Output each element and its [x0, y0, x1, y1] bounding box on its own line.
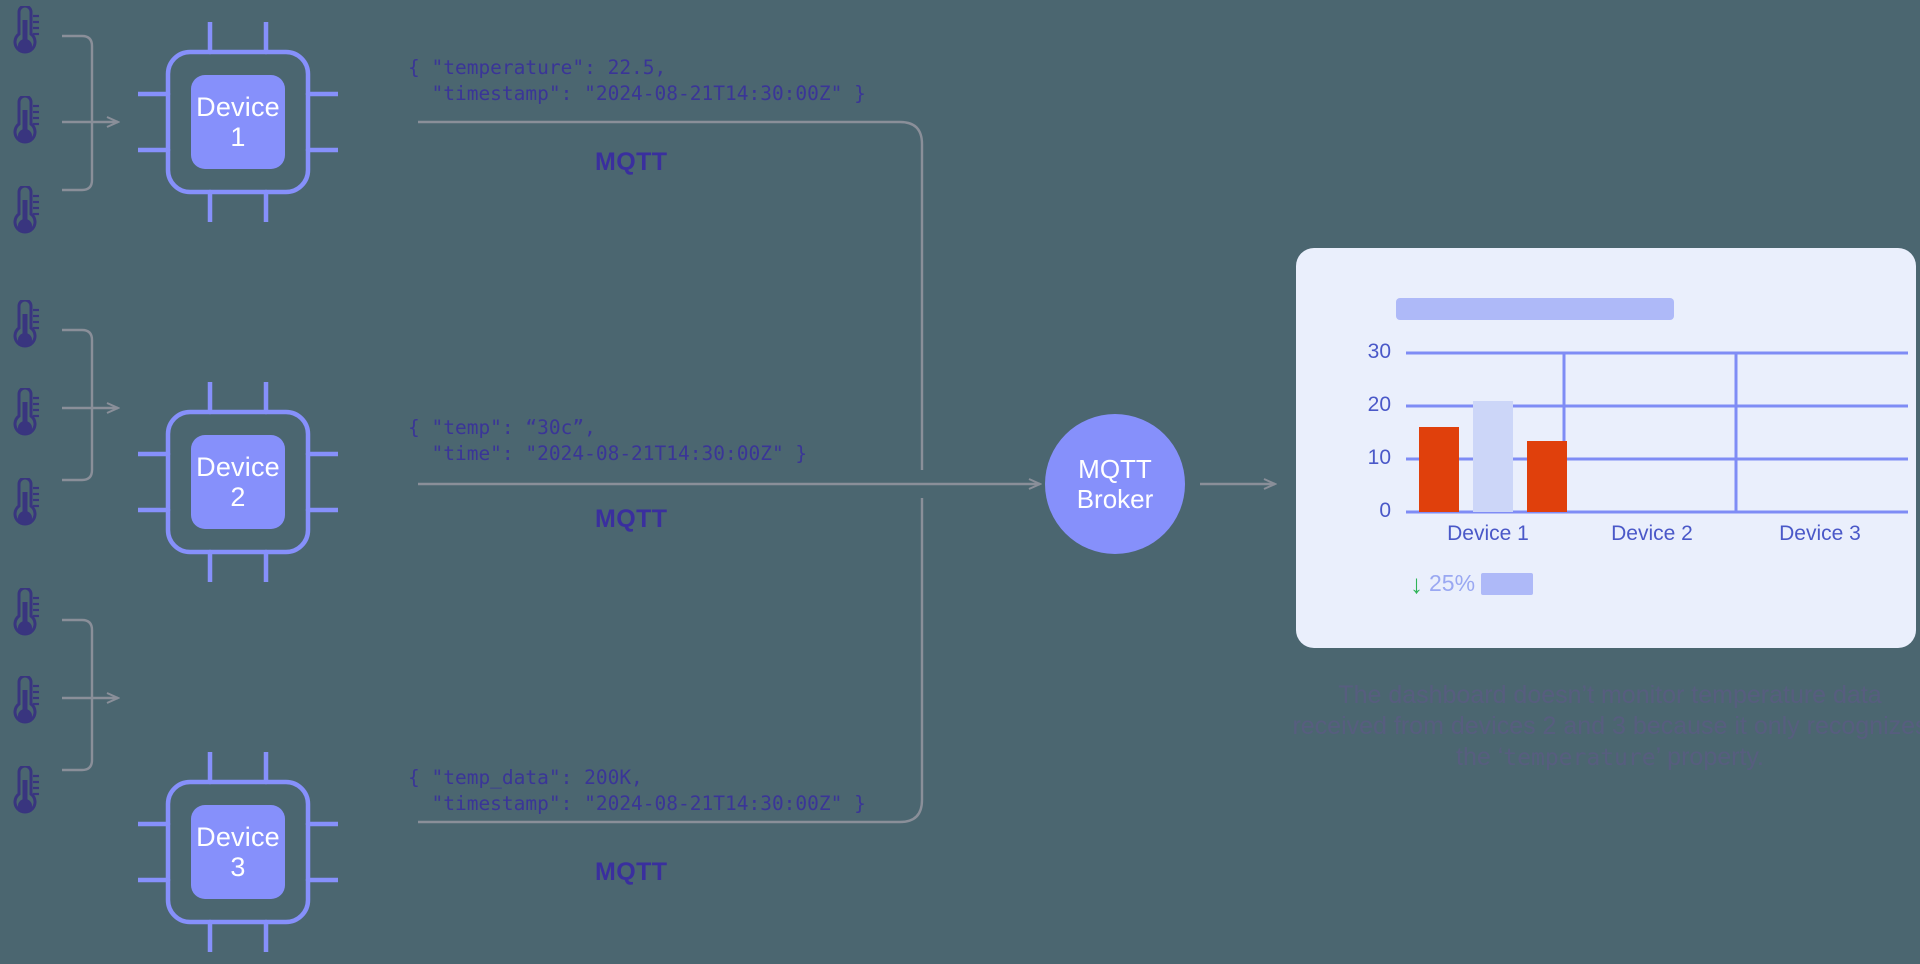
x-label-device-2: Device 2 [1611, 522, 1693, 545]
device-node-2[interactable]: Device 2 [135, 379, 341, 585]
legend-percent: 25% [1429, 570, 1476, 596]
thermometer-icon [6, 298, 40, 354]
thermometer-icon [6, 4, 40, 60]
bar-device1-a [1419, 427, 1459, 512]
thermometer-icon [6, 184, 40, 240]
device-payload-2: { "temp": “30c”, "time": "2024-08-21T14:… [408, 416, 808, 465]
dashboard-title-placeholder [1396, 298, 1674, 320]
bar-chart: 30 20 10 0 Device 1 Device 2 Device 3 [1296, 248, 1916, 545]
y-tick-0: 0 [1379, 499, 1391, 522]
device-payload-3: { "temp_data": 200K, "timestamp": "2024-… [408, 766, 866, 815]
thermometer-icon [6, 586, 40, 642]
thermometer-icon [6, 674, 40, 730]
bar-device1-c [1527, 441, 1567, 512]
thermometer-icon [6, 764, 40, 820]
dashboard-legend: ↓ 25% [1410, 568, 1534, 599]
broker-label-line2: Broker [1076, 484, 1154, 514]
dashboard-caption: The dashboard doesn’t monitor temperatur… [1290, 680, 1920, 774]
y-tick-30: 30 [1367, 340, 1391, 363]
mqtt-broker-node[interactable]: MQTT Broker [1045, 414, 1185, 554]
caption-part2: ’ property. [1655, 743, 1764, 771]
protocol-label-2: MQTT [595, 505, 668, 533]
dashboard-card[interactable]: 30 20 10 0 Device 1 Device 2 Device 3 ↓ … [1296, 248, 1916, 648]
thermometer-icon [6, 386, 40, 442]
bar-device1-b [1473, 401, 1513, 512]
device-payload-1: { "temperature": 22.5, "timestamp": "202… [408, 56, 866, 105]
x-label-device-1: Device 1 [1447, 522, 1529, 545]
device-node-3[interactable]: Device 3 [135, 749, 341, 955]
thermometer-icon [6, 94, 40, 150]
y-tick-20: 20 [1367, 393, 1391, 416]
thermometer-icon [6, 476, 40, 532]
caption-code: temperature [1503, 745, 1656, 771]
legend-placeholder-chip [1481, 572, 1534, 595]
device-node-1[interactable]: Device 1 [135, 19, 341, 225]
caption-part1: The dashboard doesn’t monitor temperatur… [1292, 681, 1920, 771]
protocol-label-3: MQTT [595, 858, 668, 886]
arrow-down-icon: ↓ [1410, 568, 1423, 599]
y-tick-10: 10 [1367, 446, 1391, 469]
broker-label-line1: MQTT [1078, 453, 1152, 484]
protocol-label-1: MQTT [595, 148, 668, 176]
x-label-device-3: Device 3 [1779, 522, 1861, 545]
